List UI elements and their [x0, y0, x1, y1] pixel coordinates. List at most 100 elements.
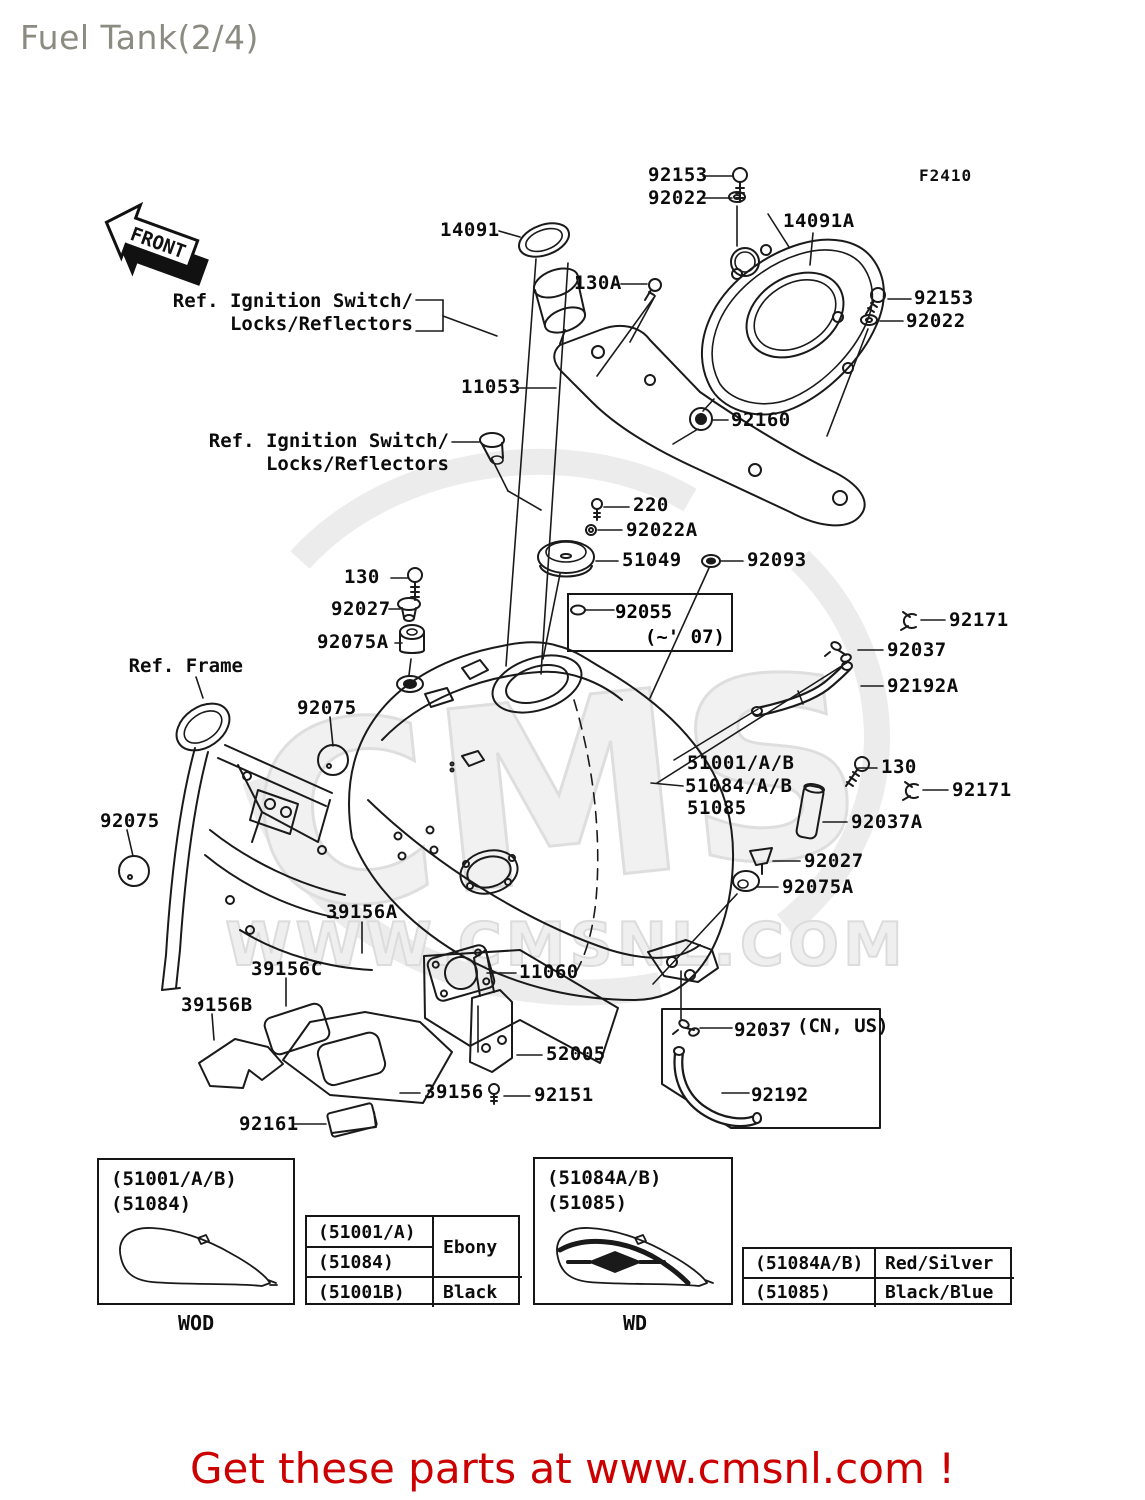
- damper-92075A-left-icon: [399, 624, 425, 654]
- oring-92055-icon: [570, 604, 586, 616]
- watermark-url-text: WWW.CMSNL.COM: [225, 910, 906, 980]
- inset-92055-box: 92055 (~' 07): [567, 593, 733, 652]
- ref-ignition-switch-lower: Ref. Ignition Switch/Locks/Reflectors: [208, 430, 449, 475]
- washer-92027-right-icon: [749, 847, 773, 875]
- frame-drawing: [161, 702, 373, 991]
- inset-cn-us-note: (CN, US): [797, 1015, 889, 1037]
- part-label-92037-cn-us[interactable]: 92037: [734, 1019, 792, 1041]
- part-label-51001-a-b[interactable]: 51001/A/B: [687, 752, 795, 774]
- ref-frame: Ref. Frame: [128, 655, 243, 677]
- nut-92022-top-icon: [728, 191, 746, 203]
- part-label-92027[interactable]: 92027: [804, 850, 864, 872]
- hose-92192A-icon: [751, 661, 853, 717]
- table-cell: Black/Blue: [885, 1282, 994, 1303]
- nut-92022A-icon: [585, 524, 597, 536]
- watermark: CMS WWW.CMSNL.COM: [224, 448, 906, 1006]
- variant-code: (51084): [111, 1193, 192, 1215]
- table-cell: (51084A/B): [755, 1253, 864, 1274]
- grommet-92093-icon: [701, 554, 721, 568]
- cap-ring-14091: [518, 222, 570, 258]
- part-label-39156c[interactable]: 39156C: [251, 958, 323, 980]
- clamp-92171-lower-icon: [902, 781, 919, 801]
- rubber-cap: [479, 432, 505, 448]
- part-label-51084-a-b[interactable]: 51084/A/B: [685, 775, 793, 797]
- caption-wod: WOD: [178, 1311, 215, 1335]
- part-label-92161[interactable]: 92161: [239, 1113, 299, 1135]
- nut-92022-right-icon: [860, 314, 878, 326]
- part-label-130a[interactable]: 130A: [574, 272, 622, 294]
- table-cell: (51001B): [318, 1281, 405, 1303]
- cap-51049-icon: [537, 540, 595, 578]
- clamp-92171-top-icon: [900, 611, 917, 631]
- part-label-11060[interactable]: 11060: [519, 961, 579, 983]
- tank-sketch-wod: [119, 1227, 278, 1287]
- part-label-51085[interactable]: 51085: [687, 797, 747, 819]
- variant-box-51001: (51001/A/B) (51084): [97, 1158, 295, 1305]
- front-tab: [424, 687, 454, 708]
- table-cell: (51001/A): [318, 1221, 416, 1243]
- caption-wd: WD: [623, 1311, 648, 1335]
- variant-box-51084: (51084A/B) (51085): [533, 1157, 733, 1305]
- part-label-39156[interactable]: 39156: [424, 1081, 484, 1103]
- part-label-92153[interactable]: 92153: [648, 164, 708, 186]
- filler-clip: [461, 659, 489, 680]
- part-label-92055[interactable]: 92055: [615, 601, 673, 623]
- leader-lines: [126, 175, 949, 1125]
- cmsnl-ad-text[interactable]: Get these parts at www.cmsnl.com !: [189, 1444, 956, 1493]
- bolt-130-right-icon: [845, 756, 870, 787]
- part-label-39156a[interactable]: 39156A: [326, 901, 398, 923]
- part-label-92153[interactable]: 92153: [914, 287, 974, 309]
- part-label-92022[interactable]: 92022: [648, 187, 708, 209]
- table-cell: Black: [443, 1281, 498, 1303]
- part-label-92192[interactable]: 92192: [751, 1084, 809, 1106]
- table-cell: (51085): [755, 1282, 831, 1303]
- page-title: Fuel Tank(2/4): [20, 18, 259, 57]
- part-label-220[interactable]: 220: [633, 494, 669, 516]
- part-label-14091[interactable]: 14091: [440, 219, 500, 241]
- table-cell: Red/Silver: [885, 1253, 994, 1274]
- sender-clip: [461, 750, 485, 767]
- damper-92075-left-icon: [118, 855, 150, 887]
- inset-cn-us-box: [661, 1008, 881, 1129]
- part-label-92160[interactable]: 92160: [731, 409, 791, 431]
- part-label-51049[interactable]: 51049: [622, 549, 682, 571]
- part-label-92075a[interactable]: 92075A: [782, 876, 854, 898]
- part-label-92022a[interactable]: 92022A: [626, 519, 698, 541]
- part-label-92151[interactable]: 92151: [534, 1084, 594, 1106]
- part-label-11053[interactable]: 11053: [461, 376, 521, 398]
- part-label-92192a[interactable]: 92192A: [887, 675, 959, 697]
- part-label-92037a[interactable]: 92037A: [851, 811, 923, 833]
- pad-39156A: [423, 949, 619, 1064]
- part-label-52005[interactable]: 52005: [546, 1043, 606, 1065]
- part-label-14091a[interactable]: 14091A: [783, 210, 855, 232]
- part-label-39156b[interactable]: 39156B: [181, 994, 253, 1016]
- pad-39156: [282, 1011, 453, 1104]
- part-label-92093[interactable]: 92093: [747, 549, 807, 571]
- part-label-92075a[interactable]: 92075A: [317, 631, 389, 653]
- damper-92075A-right-icon: [732, 870, 760, 892]
- tube-92037A-icon: [795, 783, 826, 840]
- inset-92055-note: (~' 07): [644, 626, 725, 648]
- pad-39156B: [198, 1038, 284, 1089]
- part-label-92037[interactable]: 92037: [887, 639, 947, 661]
- part-label-92171[interactable]: 92171: [949, 609, 1009, 631]
- part-label-130[interactable]: 130: [344, 566, 380, 588]
- front-direction-arrow: FRONT: [104, 201, 209, 286]
- part-label-92171[interactable]: 92171: [952, 779, 1012, 801]
- part-label-92075[interactable]: 92075: [297, 697, 357, 719]
- table-cell: Ebony: [443, 1236, 498, 1258]
- part-label-130[interactable]: 130: [881, 756, 917, 778]
- grommet-seat-icon: [396, 675, 424, 693]
- part-label-92022[interactable]: 92022: [906, 310, 966, 332]
- figure-code: F2410: [919, 166, 973, 185]
- pad-92161: [326, 1102, 378, 1138]
- fuel-tank-drawing: [348, 641, 735, 1001]
- part-label-92075[interactable]: 92075: [100, 810, 160, 832]
- grommet-92160-icon: [689, 407, 713, 431]
- part-label-92027[interactable]: 92027: [331, 598, 391, 620]
- rear-mount-bracket: [647, 939, 719, 983]
- filler-neck-ring: [491, 654, 583, 714]
- tank-top-cover-drawing: [700, 238, 885, 416]
